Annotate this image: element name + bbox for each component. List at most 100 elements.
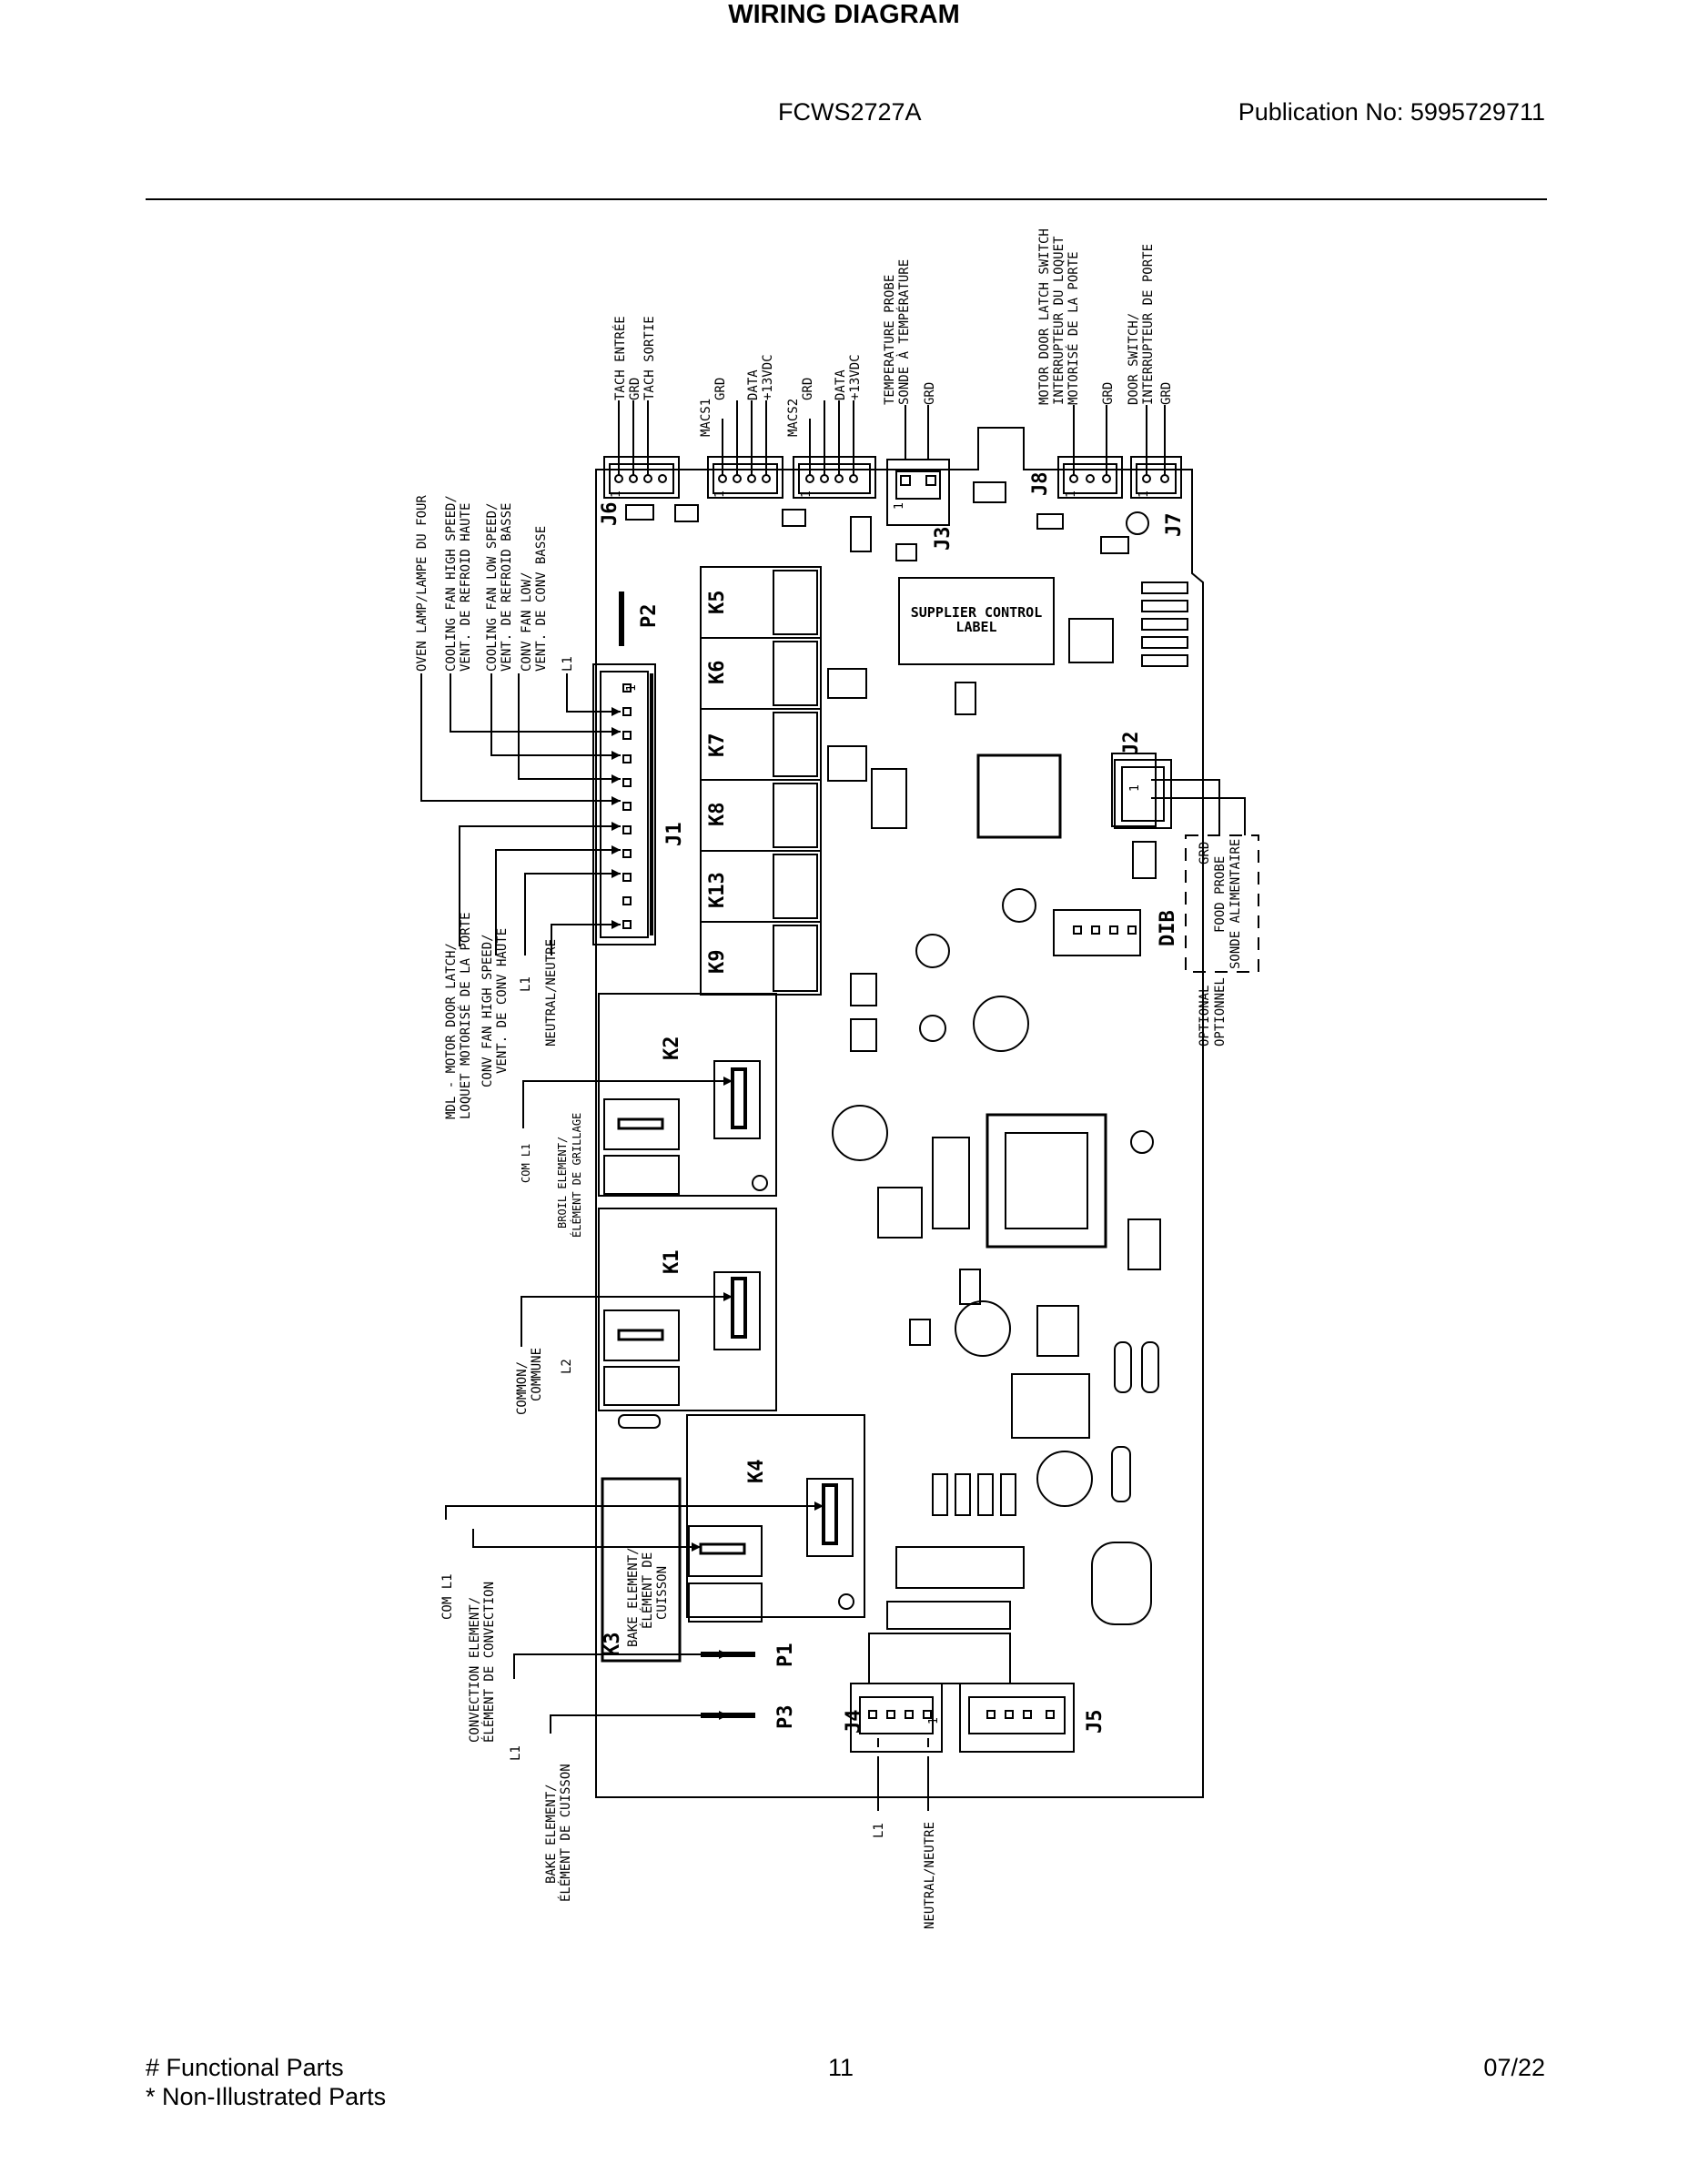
label-l1-c: L1 [509, 1745, 523, 1761]
label-temp-probe-2: SONDE À TEMPÉRATURE [896, 259, 912, 405]
label-bake-2: ÉLÉMENT DE CUISSON [558, 1764, 573, 1902]
label-macs1-data: DATA [746, 369, 761, 400]
j4-wires [877, 1756, 929, 1811]
k3-labels: BAKE ELEMENT/ ÉLÉMENT DE CUISSON [626, 1547, 670, 1647]
relay-k4 [686, 1414, 865, 1623]
label-com-l1-a: COM L1 [520, 1144, 532, 1183]
label-k3-bake-3: CUISSON [655, 1566, 670, 1620]
label-cool-high-2: VENT. DE REFROID HAUTE [459, 503, 473, 672]
label-k7: K7 [706, 733, 729, 758]
pin1-j8: 1 [1065, 490, 1078, 498]
label-k8: K8 [706, 803, 729, 827]
bottom-labels: L1 NEUTRAL/NEUTRE [872, 1822, 937, 1929]
label-latch-1: MOTOR DOOR LATCH SWITCH [1037, 228, 1052, 405]
connector-dib [1053, 909, 1141, 956]
chip-u1 [871, 768, 907, 829]
label-macs2-13vdc: +13VDC [848, 354, 863, 400]
label-l1-a: L1 [561, 656, 575, 672]
label-k1: K1 [661, 1250, 683, 1275]
footer-functional-parts: # Functional Parts [146, 2054, 344, 2081]
label-macs1: MACS1 [699, 399, 713, 437]
footer-date: 07/22 [1483, 2054, 1545, 2081]
label-k3-bake-2: ÉLÉMENT DE [640, 1552, 655, 1629]
passive-components [618, 481, 1161, 1684]
label-j2: J2 [1120, 732, 1143, 756]
label-dib: DIB [1157, 910, 1179, 946]
label-door-2: INTERRUPTEUR DE PORTE [1141, 244, 1156, 405]
pin1-j7: 1 [1137, 490, 1151, 498]
label-optional-2: OPTIONNEL [1213, 977, 1228, 1046]
label-cool-high-1: COOLING FAN HIGH SPEED/ [444, 495, 459, 672]
relay-k3 [601, 1477, 682, 1663]
label-conv-low-1: CONV FAN LOW/ [520, 571, 534, 672]
label-p3: P3 [774, 1705, 797, 1730]
header-rule [146, 198, 1547, 200]
label-conv-el-2: ÉLÉMENT DE CONVECTION [481, 1582, 497, 1743]
label-door-1: DOOR SWITCH/ [1127, 313, 1141, 405]
label-optional-1: OPTIONAL [1198, 986, 1212, 1046]
control-board-outline [595, 427, 1204, 1798]
optional-food-probe-box [1185, 834, 1259, 973]
label-macs2: MACS2 [786, 399, 801, 437]
label-j1: J1 [663, 823, 686, 847]
pin1-macs1: 1 [713, 490, 727, 498]
connector-j2 [1114, 759, 1172, 829]
top-labels: TACH ENTRÉE GRD TACH SORTIE MACS1 GRD DA… [612, 228, 1174, 437]
right-labels: GRD FOOD PROBE SONDE ALIMENTAIRE OPTIONA… [1198, 839, 1243, 1046]
supplier-label-box [898, 577, 1055, 665]
label-j3: J3 [932, 527, 955, 551]
top-wires [618, 400, 1166, 475]
label-broil-2: ÉLÉMENT DE GRILLAGE [570, 1113, 583, 1238]
label-k2: K2 [661, 1036, 683, 1061]
model-number: FCWS2727A [778, 98, 922, 126]
label-oven-lamp: OVEN LAMP/LAMPE DU FOUR [415, 495, 430, 672]
label-j4: J4 [843, 1710, 865, 1734]
label-k13: K13 [706, 872, 729, 908]
relay-wires [445, 1080, 929, 1747]
label-j5: J5 [1084, 1710, 1107, 1734]
label-macs2-grd: GRD [801, 378, 815, 400]
label-p1: P1 [774, 1643, 797, 1668]
footer-non-illustrated-parts: * Non-Illustrated Parts [146, 2083, 387, 2110]
label-temp-grd: GRD [923, 382, 937, 405]
relay-k2 [598, 993, 777, 1197]
page-title: WIRING DIAGRAM [728, 0, 960, 29]
label-conv-low-2: VENT. DE CONV BASSE [534, 526, 549, 672]
j1-wires [420, 673, 621, 956]
pin1-macs2: 1 [800, 490, 814, 498]
label-conv-high-1: CONV FAN HIGH SPEED/ [480, 934, 495, 1087]
transformer [986, 1113, 1107, 1249]
label-food-probe-1: FOOD PROBE [1213, 856, 1228, 933]
label-k3: K3 [601, 1633, 624, 1657]
connector-j7 [1130, 456, 1182, 499]
label-latch-grd: GRD [1101, 382, 1116, 405]
circular-components [832, 511, 1154, 1507]
label-k3-bake-1: BAKE ELEMENT/ [626, 1547, 641, 1647]
label-l2: L2 [560, 1359, 574, 1374]
label-common-1: COMMON/ [515, 1361, 530, 1415]
label-cool-low-2: VENT. DE REFROID BASSE [500, 503, 514, 672]
label-supplier-1: SUPPLIER CONTROL [911, 604, 1043, 621]
label-bake-1: BAKE ELEMENT/ [544, 1784, 559, 1884]
pin-one-markers: 1 1 1 1 1 1 1 1 1 [610, 490, 1151, 1724]
label-conv-high-2: VENT. DE CONV HAUTE [495, 928, 510, 1074]
pin1-j3: 1 [893, 502, 906, 510]
microcontroller [976, 753, 1062, 839]
connector-j3 [886, 459, 950, 526]
pin1-j6: 1 [610, 490, 623, 498]
label-tach-entree: TACH ENTRÉE [612, 316, 628, 400]
relay-bank [700, 566, 822, 996]
label-macs1-grd: GRD [713, 378, 728, 400]
pin1-j1: 1 [625, 684, 639, 692]
label-l1-b: L1 [519, 976, 533, 992]
label-broil-1: BROIL ELEMENT/ [556, 1137, 569, 1228]
label-macs2-data: DATA [834, 369, 848, 400]
label-com-l1-b: COM L1 [440, 1573, 455, 1620]
label-conv-el-1: CONVECTION ELEMENT/ [468, 1597, 482, 1743]
label-tach-grd: GRD [628, 378, 642, 400]
label-neutral-a: NEUTRAL/NEUTRE [544, 939, 559, 1046]
label-supplier-2: LABEL [955, 619, 996, 635]
label-l1-d: L1 [872, 1823, 886, 1838]
board-labels: J1 J2 J3 J4 J5 J6 J7 J8 P1 P2 P3 DIB K1 … [599, 472, 1186, 1734]
pin1-j2: 1 [1128, 784, 1142, 792]
